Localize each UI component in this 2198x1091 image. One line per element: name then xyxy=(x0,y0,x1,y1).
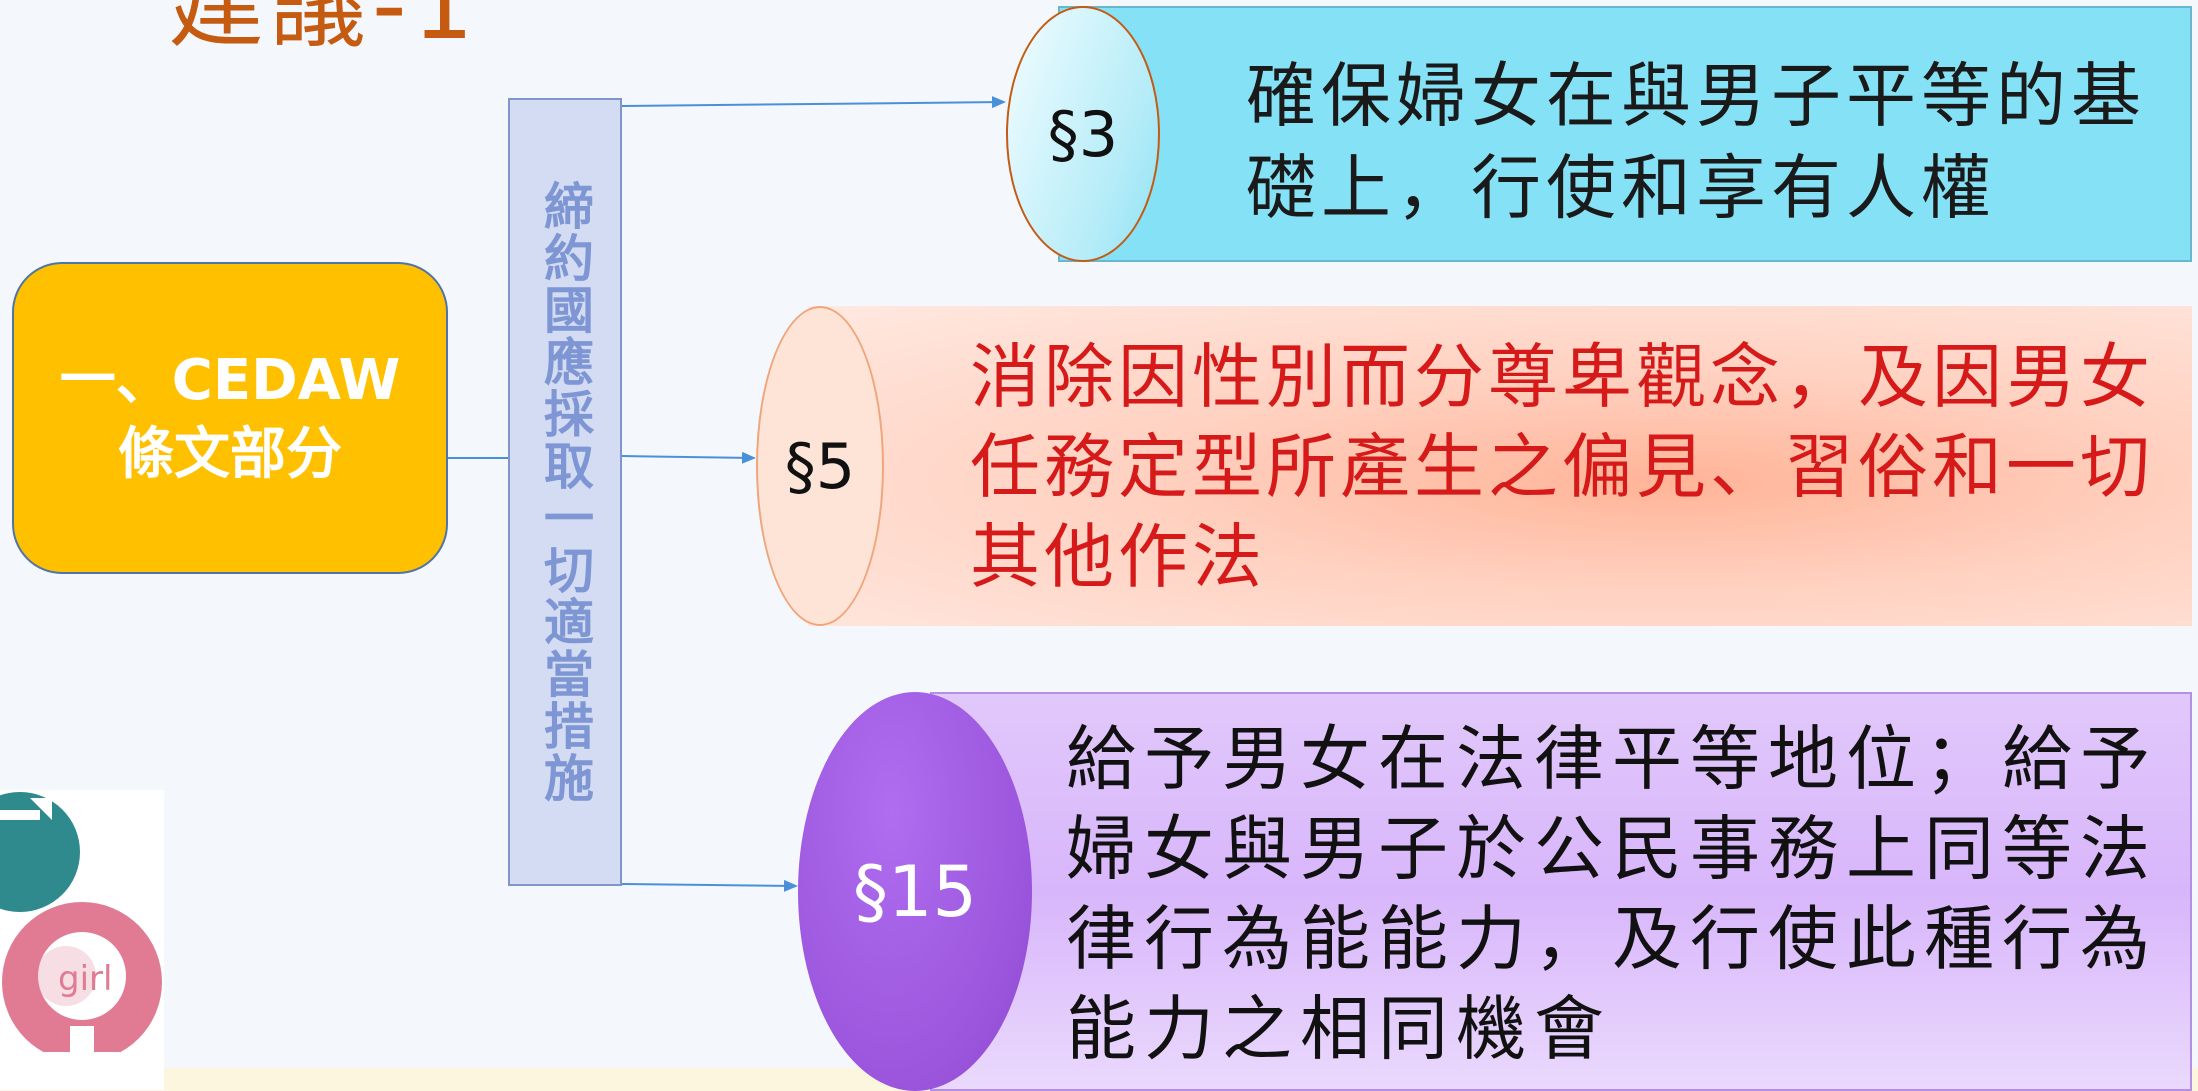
cedaw-box-line2: 條文部分 xyxy=(118,422,342,487)
oval-section-5: §5 xyxy=(756,306,884,626)
section-15-text: 給予男女在法律平等地位；給予 婦女與男子於公民事務上同等法 律行為能能力，及行使… xyxy=(1066,714,2158,1074)
arrow-to-s15 xyxy=(621,879,798,892)
section-5-line: 其他作法 xyxy=(970,516,1266,598)
section-15-line: 給予男女在法律平等地位；給予 xyxy=(1066,718,2158,800)
section-5-line: 消除因性別而分尊卑觀念，及因男女 xyxy=(970,336,2154,418)
arrow-to-s3 xyxy=(621,96,1006,109)
section-3-text: 確保婦女在與男子平等的基 礎上，行使和享有人權 xyxy=(1246,50,2146,234)
logo-girl-text: girl xyxy=(58,959,112,999)
section-3-label: §3 xyxy=(1047,97,1119,171)
section-15-label: §15 xyxy=(852,850,978,933)
panel-section-3: 確保婦女在與男子平等的基 礎上，行使和享有人權 xyxy=(1058,6,2192,262)
measures-bar-label: 締約國應採取一切適當措施 xyxy=(536,180,594,804)
section-5-text: 消除因性別而分尊卑觀念，及因男女 任務定型所產生之偏見、習俗和一切 其他作法 xyxy=(970,332,2154,602)
section-3-line: 確保婦女在與男子平等的基 xyxy=(1246,55,2146,137)
section-15-line: 能力之相同機會 xyxy=(1066,988,1612,1070)
oval-section-3: §3 xyxy=(1006,6,1160,262)
section-5-label: §5 xyxy=(784,429,856,503)
section-3-line: 礎上，行使和享有人權 xyxy=(1246,147,1996,229)
section-5-line: 任務定型所產生之偏見、習俗和一切 xyxy=(970,426,2154,508)
oval-section-15: §15 xyxy=(798,692,1032,1091)
arrow-to-s5 xyxy=(621,451,756,464)
section-15-line: 律行為能能力，及行使此種行為 xyxy=(1066,898,2158,980)
measures-bar: 締約國應採取一切適當措施 xyxy=(508,98,622,886)
panel-section-15: 給予男女在法律平等地位；給予 婦女與男子於公民事務上同等法 律行為能能力，及行使… xyxy=(930,692,2192,1091)
cedaw-articles-box: 一、CEDAW 條文部分 xyxy=(12,262,448,574)
panel-section-5: 消除因性別而分尊卑觀念，及因男女 任務定型所產生之偏見、習俗和一切 其他作法 xyxy=(808,306,2192,626)
slide-title: 建議-1 xyxy=(168,0,480,61)
gender-symbol-logo-icon: girl xyxy=(0,790,164,1090)
section-15-line: 婦女與男子於公民事務上同等法 xyxy=(1066,808,2158,890)
cedaw-box-line1: 一、CEDAW xyxy=(59,348,401,414)
